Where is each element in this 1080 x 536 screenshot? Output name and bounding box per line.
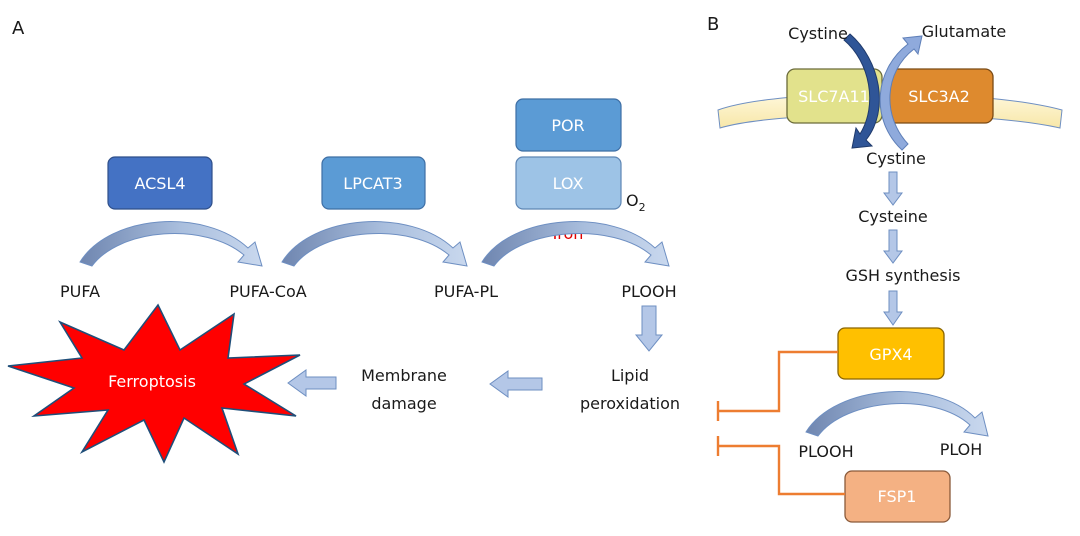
lipid-label: Lipid bbox=[611, 366, 649, 385]
ferroptosis-label: Ferroptosis bbox=[108, 372, 196, 391]
damage-label: damage bbox=[371, 394, 436, 413]
curved-arrow-acsl4 bbox=[79, 221, 263, 267]
glutamate-export-arrow bbox=[879, 35, 923, 151]
peroxidation-label: peroxidation bbox=[580, 394, 680, 413]
pufa-coa-label: PUFA-CoA bbox=[229, 282, 306, 301]
arrow-cystine-to-cysteine bbox=[883, 171, 903, 206]
cystine-outside-label: Cystine bbox=[788, 24, 848, 43]
panel-b-label: B bbox=[707, 14, 719, 35]
fsp1-box bbox=[844, 470, 951, 523]
acsl4-box bbox=[107, 156, 213, 210]
ploh-label: PLOH bbox=[940, 440, 983, 459]
fsp1-inhibition-line bbox=[718, 444, 845, 496]
plooh-label-a: PLOOH bbox=[621, 282, 676, 301]
gpx4-inhibition-line bbox=[718, 350, 838, 413]
pufa-label: PUFA bbox=[60, 282, 100, 301]
por-box bbox=[515, 98, 622, 152]
panel-a-label: A bbox=[12, 18, 25, 39]
o2-label: O2 bbox=[626, 191, 646, 214]
slc7a11-label: SLC7A11 bbox=[798, 87, 870, 106]
arrow-peroxidation-to-damage bbox=[489, 370, 543, 398]
gpx4-label: GPX4 bbox=[869, 345, 912, 364]
slc3a2-label: SLC3A2 bbox=[908, 87, 970, 106]
gpx4-box bbox=[837, 327, 945, 380]
curved-arrow-lpcat3 bbox=[281, 221, 468, 267]
glutamate-label: Glutamate bbox=[922, 22, 1007, 41]
curved-arrow-lox bbox=[481, 221, 670, 267]
por-label: POR bbox=[551, 116, 584, 135]
membrane-label: Membrane bbox=[361, 366, 447, 385]
ferroptosis-burst bbox=[7, 303, 301, 464]
pufa-pl-label: PUFA-PL bbox=[434, 282, 498, 301]
acsl4-label: ACSL4 bbox=[134, 174, 185, 193]
curved-arrow-gpx4 bbox=[805, 391, 989, 437]
arrow-damage-to-ferroptosis bbox=[287, 369, 337, 397]
o2-subscript: 2 bbox=[639, 201, 646, 214]
arrow-plooh-to-peroxidation bbox=[634, 305, 664, 352]
lpcat3-label: LPCAT3 bbox=[343, 174, 402, 193]
cystine-import-arrow bbox=[843, 33, 880, 149]
arrow-cysteine-to-gsh bbox=[883, 229, 903, 264]
gsh-synthesis-label: GSH synthesis bbox=[846, 266, 961, 285]
lox-label: LOX bbox=[553, 174, 584, 193]
lox-box bbox=[515, 156, 622, 210]
cysteine-label: Cysteine bbox=[858, 207, 928, 226]
plooh-label-b: PLOOH bbox=[798, 442, 853, 461]
lpcat3-box bbox=[321, 156, 426, 210]
cystine-inside-label: Cystine bbox=[866, 149, 926, 168]
o2-base: O bbox=[626, 191, 639, 210]
arrow-gsh-to-gpx4 bbox=[883, 290, 903, 326]
fsp1-label: FSP1 bbox=[878, 487, 917, 506]
